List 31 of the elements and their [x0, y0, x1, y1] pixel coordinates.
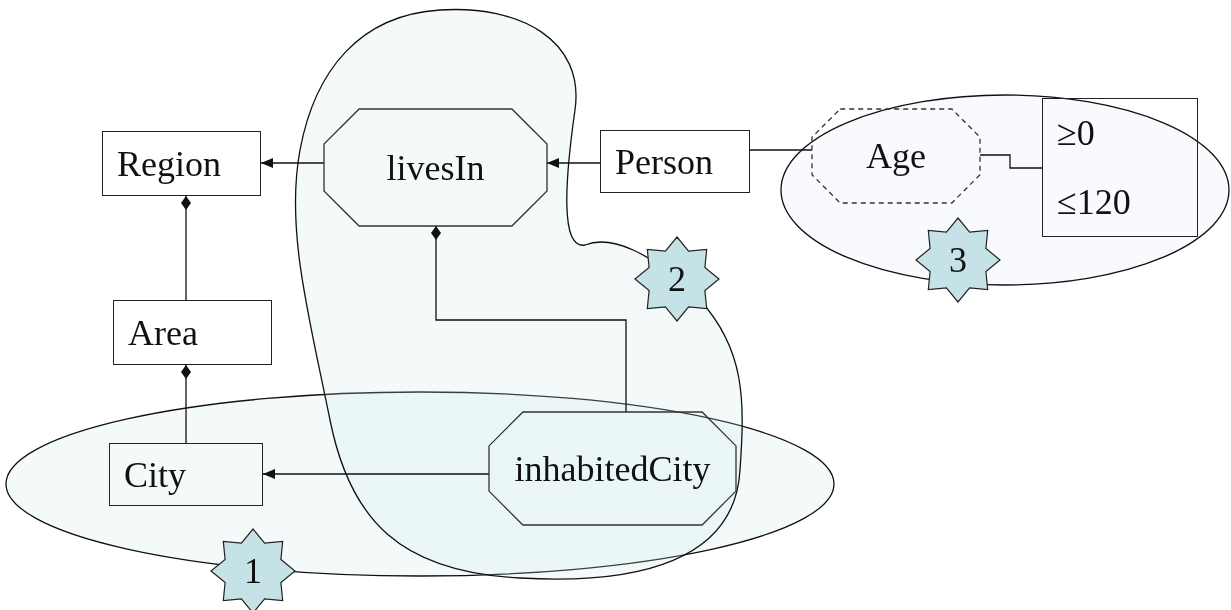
composition-line	[181, 364, 191, 444]
attribute-octagon	[812, 109, 980, 203]
arrow	[546, 158, 601, 168]
number-star	[635, 237, 719, 321]
class-box	[113, 300, 272, 365]
composition-line	[431, 225, 627, 413]
class-box	[600, 130, 750, 193]
arrow	[262, 469, 490, 479]
node-label: inhabitedCity	[514, 450, 711, 487]
number-star	[916, 218, 1000, 302]
class-box	[109, 443, 263, 506]
number-label: 1	[244, 553, 262, 589]
number-label: 3	[949, 242, 967, 278]
number-star	[211, 529, 295, 610]
composition-line	[181, 195, 191, 301]
class-box	[102, 131, 261, 196]
connector-line	[749, 149, 813, 151]
relation-octagon	[324, 109, 547, 226]
relation-octagon	[489, 412, 736, 525]
node-label: City	[124, 456, 186, 493]
class-box	[1042, 98, 1198, 237]
node-label: Region	[117, 145, 221, 182]
connector-line	[979, 154, 1043, 169]
node-label: livesIn	[386, 149, 485, 186]
arrow	[260, 158, 325, 168]
node-label: Age	[866, 138, 926, 174]
node-label: Area	[128, 314, 198, 351]
number-label: 2	[668, 261, 686, 297]
node-label: ≤120	[1057, 183, 1131, 220]
node-label: Person	[615, 143, 713, 180]
node-label: ≥0	[1057, 115, 1095, 152]
